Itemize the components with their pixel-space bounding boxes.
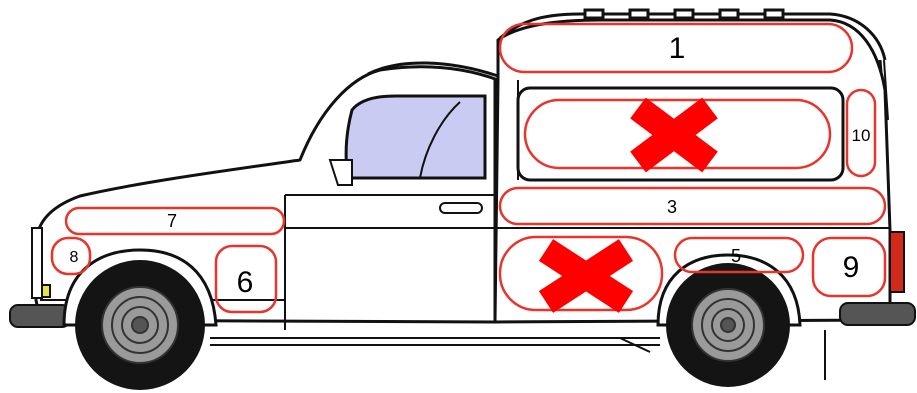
zone-5-label: 5 <box>731 246 741 266</box>
zone-7-label: 7 <box>167 211 177 231</box>
rear-wheel <box>658 255 800 387</box>
front-bumper <box>10 305 70 327</box>
zone-9-label: 9 <box>843 251 860 284</box>
zone-10-label: 10 <box>852 126 871 145</box>
zone-1-label: 1 <box>669 32 686 65</box>
front-wheel <box>64 250 216 390</box>
zone-8-label: 8 <box>70 249 79 266</box>
zone-3-label: 3 <box>667 197 677 217</box>
zone-6-label: 6 <box>237 266 254 299</box>
rear-bumper <box>840 303 915 325</box>
door-handle <box>440 203 482 213</box>
rear-light <box>890 232 904 292</box>
cab-window <box>330 96 485 185</box>
